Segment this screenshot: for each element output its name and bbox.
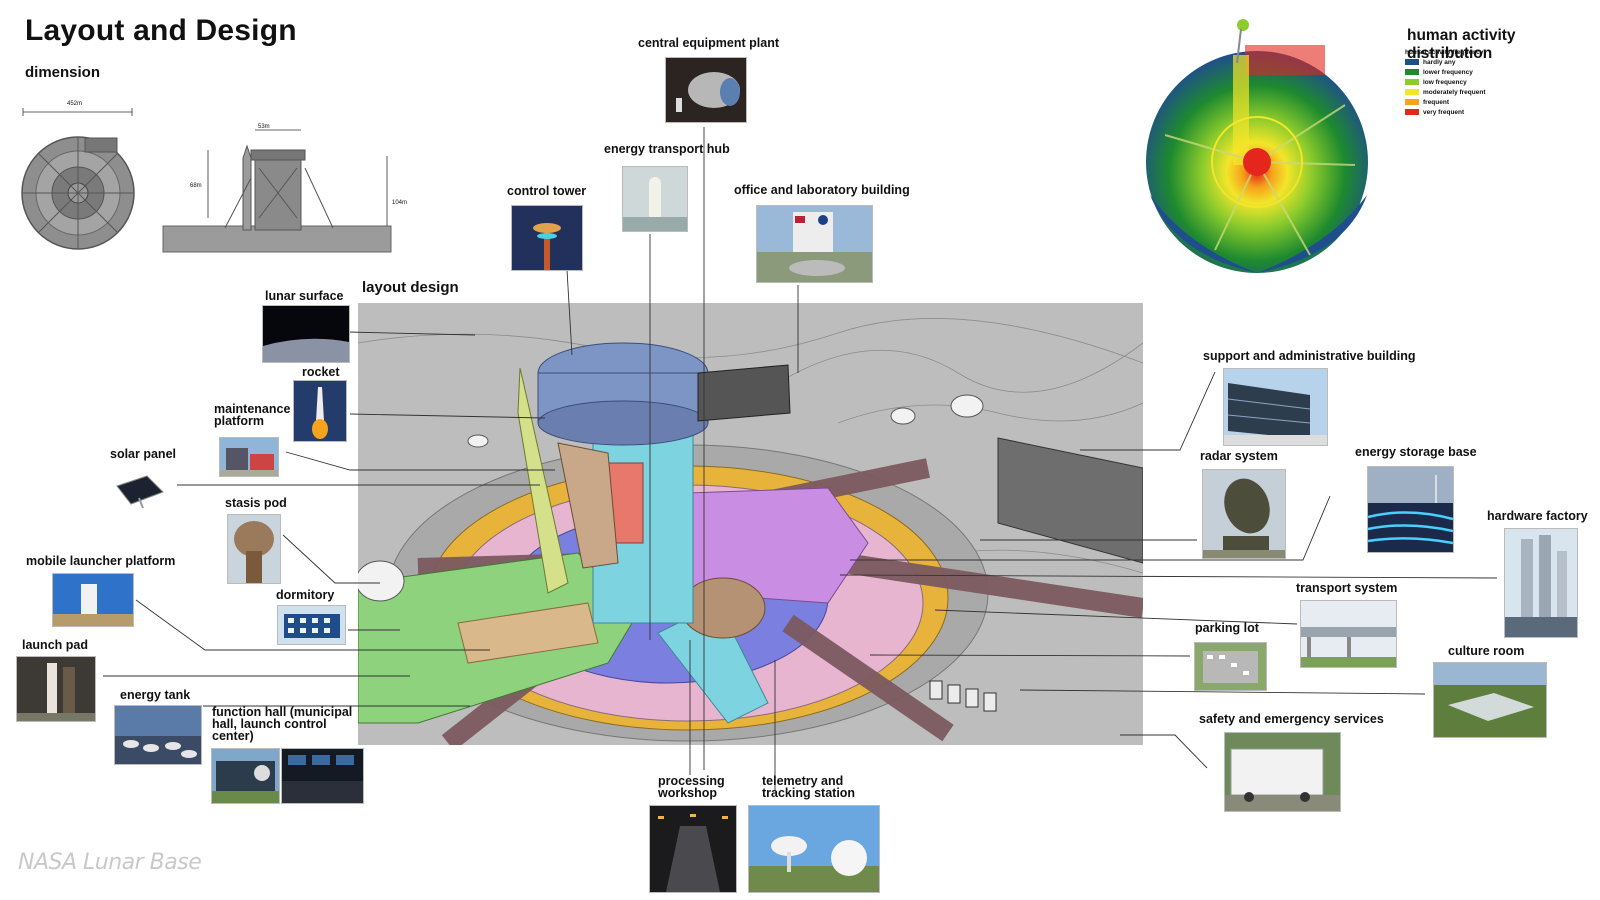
legend-label: lower frequency [1423, 69, 1473, 76]
label-processing-workshop: processing workshop [658, 774, 725, 800]
legend-label: low frequency [1423, 79, 1467, 86]
heatmap-title: human activity distribution [1407, 27, 1516, 62]
label-function-hall: function hall (municipal hall, launch co… [212, 705, 353, 743]
control-tower-image [511, 205, 583, 271]
label-culture-room: culture room [1448, 644, 1525, 658]
label-solar-panel: solar panel [110, 447, 176, 461]
label-hardware-factory: hardware factory [1487, 509, 1588, 523]
label-safety-services: safety and emergency services [1199, 712, 1384, 726]
legend-swatch [1405, 109, 1419, 116]
label-maintenance-platform: maintenance platform [214, 402, 291, 428]
heatmap-legend-title: human activity frequency [1405, 49, 1484, 56]
label-mobile-launcher: mobile launcher platform [26, 554, 176, 568]
function-hall-image [211, 748, 280, 804]
legend-label: hardly any [1423, 59, 1456, 66]
legend-label: very frequent [1423, 109, 1465, 116]
label-transport-system: transport system [1296, 581, 1398, 595]
energy-tank-image [114, 705, 202, 765]
legend-label: moderately frequent [1423, 89, 1486, 96]
label-support-admin: support and administrative building [1203, 349, 1416, 363]
processing-workshop-image [649, 805, 737, 893]
label-lunar-surface: lunar surface [265, 289, 344, 303]
stasis-pod-image [227, 514, 281, 584]
label-office-lab: office and laboratory building [734, 183, 910, 197]
launch-pad-image [16, 656, 96, 722]
legend-swatch [1405, 99, 1419, 106]
activity-heatmap [1146, 19, 1368, 273]
legend-swatch [1405, 59, 1419, 66]
legend-row: lower frequency [1405, 69, 1473, 77]
safety-services-image [1224, 732, 1341, 812]
label-energy-transport-hub: energy transport hub [604, 142, 730, 156]
page-title: Layout and Design [25, 14, 297, 47]
dimension-drawings [21, 108, 392, 253]
energy-storage-image [1367, 466, 1454, 553]
watermark: NASA Lunar Base [18, 850, 202, 875]
parking-lot-image [1194, 642, 1267, 691]
telemetry-station-image [748, 805, 880, 893]
layout-design-heading: layout design [362, 279, 459, 296]
radar-system-image [1202, 469, 1286, 559]
label-rocket: rocket [302, 365, 340, 379]
office-lab-image [756, 205, 873, 283]
label-dormitory: dormitory [276, 588, 335, 602]
legend-row: low frequency [1405, 79, 1467, 87]
label-energy-storage: energy storage base [1355, 445, 1477, 459]
support-admin-image [1223, 368, 1328, 446]
legend-swatch [1405, 89, 1419, 96]
legend-swatch [1405, 79, 1419, 86]
transport-system-image [1300, 600, 1397, 668]
dim-height-total: 104m [392, 200, 408, 206]
lunar-surface-image [262, 305, 350, 363]
energy-transport-hub-image [622, 166, 688, 232]
central-equipment-plant-image [665, 57, 747, 123]
dim-height-inner: 68m [190, 183, 202, 189]
legend-row: frequent [1405, 99, 1449, 107]
mobile-launcher-image [52, 573, 134, 627]
label-control-tower: control tower [507, 184, 587, 198]
label-parking-lot: parking lot [1195, 621, 1259, 635]
label-telemetry-station: telemetry and tracking station [762, 774, 856, 800]
rocket-image [293, 380, 347, 442]
legend-row: moderately frequent [1405, 89, 1486, 97]
launch-control-center-image [281, 748, 364, 804]
label-energy-tank: energy tank [120, 688, 191, 702]
label-radar-system: radar system [1200, 449, 1278, 463]
legend-label: frequent [1423, 99, 1449, 106]
legend-swatch [1405, 69, 1419, 76]
dimension-heading: dimension [25, 64, 101, 81]
culture-room-image [1433, 662, 1547, 738]
maintenance-platform-image [219, 437, 279, 477]
solar-panel-image [113, 470, 166, 510]
legend-row: very frequent [1405, 109, 1464, 117]
legend-row: hardly any [1405, 59, 1456, 67]
layout-map [358, 303, 1143, 745]
label-launch-pad: launch pad [22, 638, 88, 652]
dormitory-image [277, 605, 346, 645]
label-central-equipment-plant: central equipment plant [638, 36, 779, 50]
dim-width-top: 452m [67, 101, 83, 107]
hardware-factory-image [1504, 528, 1578, 638]
dim-width-side: 53m [258, 124, 270, 130]
label-stasis-pod: stasis pod [225, 496, 287, 510]
